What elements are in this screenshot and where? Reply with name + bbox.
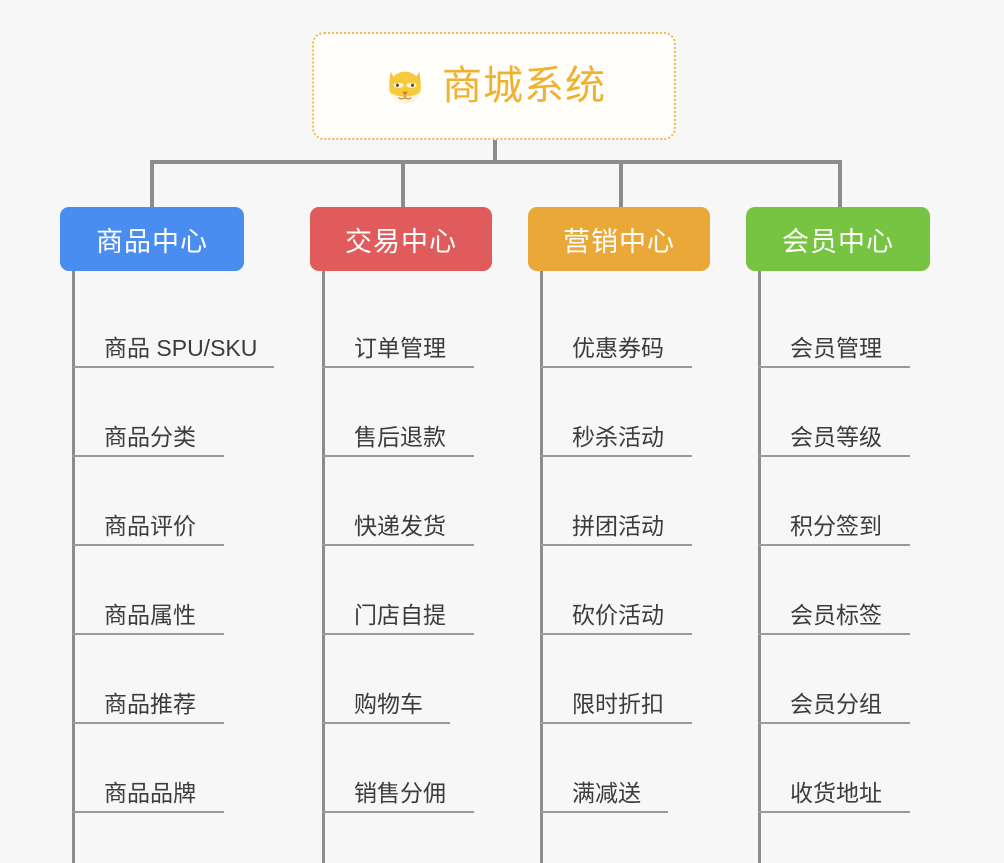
- shiba-dog-face-icon: [389, 71, 421, 104]
- leaf-item-rule: [540, 811, 668, 813]
- leaf-item[interactable]: 商品属性: [60, 546, 244, 635]
- leaf-item-label: 拼团活动: [572, 512, 664, 539]
- leaf-item[interactable]: 秒杀活动: [528, 368, 710, 457]
- leaf-item-rule: [322, 722, 450, 724]
- leaf-item[interactable]: 快递发货: [310, 457, 492, 546]
- leaf-list: 订单管理售后退款快递发货门店自提购物车销售分佣: [310, 271, 492, 863]
- leaf-item-label: 砍价活动: [572, 601, 664, 628]
- leaf-item[interactable]: 拼团活动: [528, 457, 710, 546]
- leaf-item-label: 购物车: [354, 690, 423, 717]
- leaf-item-label: 会员分组: [790, 690, 882, 717]
- leaf-item[interactable]: 门店自提: [310, 546, 492, 635]
- leaf-item[interactable]: 限时折扣: [528, 635, 710, 724]
- leaf-item-label: 会员等级: [790, 423, 882, 450]
- category-header[interactable]: 交易中心: [310, 207, 492, 271]
- leaf-list: 优惠券码秒杀活动拼团活动砍价活动限时折扣满减送: [528, 271, 710, 863]
- connector-drop: [150, 160, 154, 208]
- leaf-item-rule: [72, 722, 224, 724]
- leaf-item-label: 会员标签: [790, 601, 882, 628]
- leaf-item[interactable]: 商品评价: [60, 457, 244, 546]
- leaf-item-rule: [758, 811, 910, 813]
- leaf-item[interactable]: 积分签到: [746, 457, 930, 546]
- root-title: 商城系统: [442, 64, 606, 108]
- category-header[interactable]: 营销中心: [528, 207, 710, 271]
- leaf-list: 会员管理会员等级积分签到会员标签会员分组收货地址: [746, 271, 930, 863]
- branch-trunk-line: [72, 271, 75, 863]
- leaf-item-rule: [322, 811, 474, 813]
- branch-column: 营销中心优惠券码秒杀活动拼团活动砍价活动限时折扣满减送: [528, 207, 710, 863]
- leaf-item-rule: [540, 633, 692, 635]
- leaf-item[interactable]: 商品推荐: [60, 635, 244, 724]
- branch-trunk-line: [758, 271, 761, 863]
- leaf-item-label: 积分签到: [790, 512, 882, 539]
- leaf-item-rule: [758, 544, 910, 546]
- leaf-item-rule: [540, 366, 692, 368]
- leaf-item-rule: [72, 633, 224, 635]
- connector-horizontal-bus: [150, 160, 838, 164]
- leaf-item[interactable]: 会员标签: [746, 546, 930, 635]
- leaf-item-rule: [540, 722, 692, 724]
- leaf-item-label: 商品评价: [104, 512, 196, 539]
- leaf-item-label: 商品推荐: [104, 690, 196, 717]
- leaf-item-label: 门店自提: [354, 601, 446, 628]
- leaf-item[interactable]: 商品品牌: [60, 724, 244, 813]
- category-header[interactable]: 商品中心: [60, 207, 244, 271]
- leaf-item-rule: [758, 455, 910, 457]
- connector-root-stem: [493, 140, 497, 162]
- leaf-item-label: 收货地址: [790, 779, 882, 806]
- leaf-item-rule: [72, 455, 224, 457]
- leaf-item-rule: [758, 366, 910, 368]
- leaf-item[interactable]: 销售分佣: [310, 724, 492, 813]
- leaf-item[interactable]: 购物车: [310, 635, 492, 724]
- leaf-item[interactable]: 会员等级: [746, 368, 930, 457]
- leaf-item-rule: [322, 633, 474, 635]
- leaf-item-label: 售后退款: [354, 423, 446, 450]
- leaf-item-rule: [322, 544, 474, 546]
- leaf-item-label: 订单管理: [354, 334, 446, 361]
- connector-drop: [838, 160, 842, 208]
- branch-trunk-line: [322, 271, 325, 863]
- branch-column: 商品中心商品 SPU/SKU 商品分类商品评价商品属性商品推荐商品品牌: [60, 207, 274, 863]
- leaf-item-rule: [72, 811, 224, 813]
- branch-trunk-line: [540, 271, 543, 863]
- leaf-item[interactable]: 售后退款: [310, 368, 492, 457]
- category-header[interactable]: 会员中心: [746, 207, 930, 271]
- leaf-item-label: 快递发货: [354, 512, 446, 539]
- leaf-item-label: 商品属性: [104, 601, 196, 628]
- branch-column: 会员中心会员管理会员等级积分签到会员标签会员分组收货地址: [746, 207, 930, 863]
- leaf-item-rule: [322, 455, 474, 457]
- leaf-list: 商品 SPU/SKU 商品分类商品评价商品属性商品推荐商品品牌: [60, 271, 274, 863]
- leaf-item[interactable]: 会员管理: [746, 279, 930, 368]
- leaf-item[interactable]: 会员分组: [746, 635, 930, 724]
- leaf-item-label: 会员管理: [790, 334, 882, 361]
- branch-column: 交易中心订单管理售后退款快递发货门店自提购物车销售分佣: [310, 207, 492, 863]
- leaf-item-label: 限时折扣: [572, 690, 664, 717]
- leaf-item-rule: [72, 544, 224, 546]
- leaf-item[interactable]: 商品分类: [60, 368, 244, 457]
- connector-drop: [401, 160, 405, 208]
- leaf-item-label: 满减送: [572, 779, 641, 806]
- leaf-item[interactable]: 满减送: [528, 724, 710, 813]
- leaf-item-label: 商品 SPU/SKU: [104, 334, 258, 361]
- leaf-item-label: 秒杀活动: [572, 423, 664, 450]
- leaf-item-rule: [540, 455, 692, 457]
- leaf-item[interactable]: 商品 SPU/SKU: [60, 279, 274, 368]
- leaf-item[interactable]: 订单管理: [310, 279, 492, 368]
- leaf-item-label: 优惠券码: [572, 334, 664, 361]
- leaf-item[interactable]: 收货地址: [746, 724, 930, 813]
- leaf-item[interactable]: 优惠券码: [528, 279, 710, 368]
- root-node[interactable]: 商城系统: [312, 32, 676, 140]
- leaf-item-rule: [758, 633, 910, 635]
- leaf-item-rule: [758, 722, 910, 724]
- connector-drop: [619, 160, 623, 208]
- leaf-item-label: 商品品牌: [104, 779, 196, 806]
- leaf-item-label: 商品分类: [104, 423, 196, 450]
- leaf-item[interactable]: 砍价活动: [528, 546, 710, 635]
- leaf-item-label: 销售分佣: [354, 779, 446, 806]
- leaf-item-rule: [72, 366, 274, 368]
- leaf-item-rule: [322, 366, 474, 368]
- mindmap-canvas: 商城系统 商品中心商品 SPU/SKU 商品分类商品评价商品属性商品推荐商品品牌 交…: [60, 32, 930, 863]
- leaf-item-rule: [540, 544, 692, 546]
